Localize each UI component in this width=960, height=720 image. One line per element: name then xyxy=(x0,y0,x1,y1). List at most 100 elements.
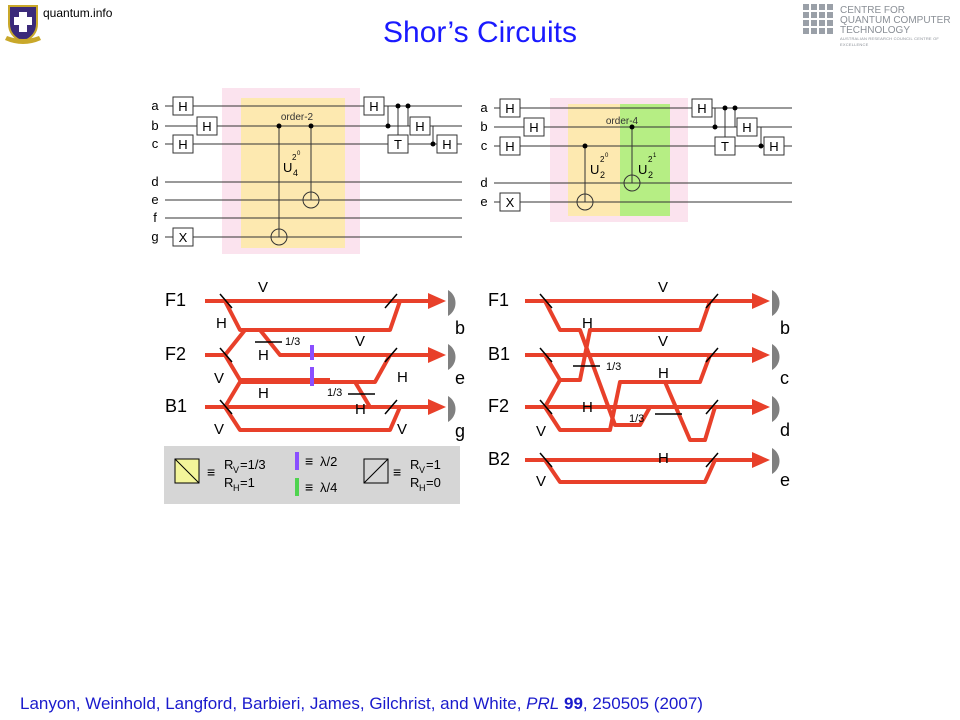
svg-text:≡: ≡ xyxy=(305,453,313,469)
pol-label: V xyxy=(214,421,224,438)
arrow-head xyxy=(428,293,446,309)
svg-text:H: H xyxy=(233,483,240,493)
pol-label: V xyxy=(258,279,268,296)
pol-label: V xyxy=(214,370,224,387)
centre-logo-icon xyxy=(803,4,833,34)
pol-label: H xyxy=(582,399,593,416)
arrow-head xyxy=(428,399,446,415)
svg-text:V: V xyxy=(419,465,425,475)
gate-h xyxy=(172,96,194,116)
svg-text:X: X xyxy=(179,230,188,245)
pol-label: H xyxy=(658,365,669,382)
pol-label: V xyxy=(397,421,407,438)
control-dot xyxy=(430,141,436,147)
beam-b2-h xyxy=(543,458,717,484)
control-dot xyxy=(276,123,282,129)
svg-text:λ/4: λ/4 xyxy=(320,480,337,495)
beam-f2-h xyxy=(543,354,712,432)
svg-text:≡: ≡ xyxy=(207,464,215,480)
svg-text:H: H xyxy=(529,120,538,135)
pol-label: H xyxy=(216,315,227,332)
qubit-label: c xyxy=(481,138,488,153)
output-label: b xyxy=(780,318,790,338)
control-dot xyxy=(758,143,764,149)
svg-text:X: X xyxy=(506,195,515,210)
citation-volume: 99 xyxy=(563,694,583,713)
ratio-label: 1/3 xyxy=(606,361,621,373)
site-label: quantum.info xyxy=(43,6,113,20)
order-label: order-4 xyxy=(606,116,639,127)
svg-text:=1/3: =1/3 xyxy=(240,457,266,472)
gate-h xyxy=(736,117,758,137)
optics-right: F1 B1 F2 B2 b c d e V H V H H V H V 1/3 … xyxy=(488,279,790,490)
ratio-label: 1/3 xyxy=(629,413,644,425)
qubit-label: a xyxy=(480,100,488,115)
qubit-label: b xyxy=(480,119,487,134)
svg-text:1: 1 xyxy=(653,153,657,159)
output-label: d xyxy=(780,420,790,440)
control-dot xyxy=(629,124,635,130)
output-label: e xyxy=(780,470,790,490)
svg-text:U: U xyxy=(638,162,647,177)
pol-label: V xyxy=(658,333,668,350)
beam-b2-cross xyxy=(650,380,717,442)
svg-text:V: V xyxy=(233,465,239,475)
pol-label: H xyxy=(582,315,593,332)
detector xyxy=(772,290,780,316)
output-label: c xyxy=(780,368,789,388)
control-dot xyxy=(732,105,738,111)
control-dot xyxy=(582,143,588,149)
svg-text:R: R xyxy=(410,475,419,490)
svg-text:=0: =0 xyxy=(426,475,441,490)
page-title: Shor’s Circuits xyxy=(383,16,577,49)
qubit-label: e xyxy=(480,194,487,209)
qubit-label: e xyxy=(151,192,158,207)
qubit-label: a xyxy=(151,98,159,113)
svg-text:≡: ≡ xyxy=(393,464,401,480)
circuit-right: order-4 a b c d e xyxy=(480,98,792,222)
output-label: g xyxy=(455,421,465,441)
order-label: order-2 xyxy=(281,112,314,123)
gate-x xyxy=(172,227,194,247)
arrow-head xyxy=(752,452,770,468)
gate-t xyxy=(387,134,409,154)
qubit-label: f xyxy=(153,210,157,225)
svg-text:H: H xyxy=(505,139,514,154)
svg-text:λ/2: λ/2 xyxy=(320,454,337,469)
svg-text:H: H xyxy=(178,99,187,114)
qubit-label: b xyxy=(151,118,158,133)
svg-text:H: H xyxy=(419,483,426,493)
qubit-label: d xyxy=(480,175,487,190)
detector xyxy=(772,396,780,422)
pol-label: V xyxy=(536,423,546,440)
svg-text:H: H xyxy=(769,139,778,154)
beam-b1-h2 xyxy=(340,354,392,384)
gate-t xyxy=(714,136,736,156)
detector xyxy=(448,344,456,370)
centre-name: CENTRE FOR QUANTUM COMPUTER TECHNOLOGY A… xyxy=(840,6,960,48)
svg-text:2: 2 xyxy=(648,170,653,180)
gate-h xyxy=(172,134,194,154)
qubit-label: c xyxy=(152,136,159,151)
pol-label: V xyxy=(536,473,546,490)
citation: Lanyon, Weinhold, Langford, Barbieri, Ja… xyxy=(20,694,703,714)
control-dot xyxy=(405,103,411,109)
input-label: F1 xyxy=(488,290,509,310)
input-label: F2 xyxy=(165,344,186,364)
unitary-label: U 4 2 0 xyxy=(283,151,301,178)
detector xyxy=(448,396,456,422)
input-label: F1 xyxy=(165,290,186,310)
pol-label: H xyxy=(258,347,269,364)
svg-text:H: H xyxy=(415,119,424,134)
beam-b1-low xyxy=(223,405,402,432)
svg-text:R: R xyxy=(410,457,419,472)
gate-x xyxy=(499,192,521,212)
control-dot xyxy=(385,123,391,129)
optics-left: F1 F2 B1 b e g V H H V V H H H V V 1/3 1… xyxy=(165,279,465,441)
pol-label: H xyxy=(397,369,408,386)
legend: ≡ R V =1/3 R H =1 ≡ λ/2 ≡ λ/4 ≡ R V =1 R… xyxy=(164,446,460,504)
gate-h xyxy=(196,116,218,136)
input-label: B1 xyxy=(165,396,187,416)
control-dot xyxy=(308,123,314,129)
